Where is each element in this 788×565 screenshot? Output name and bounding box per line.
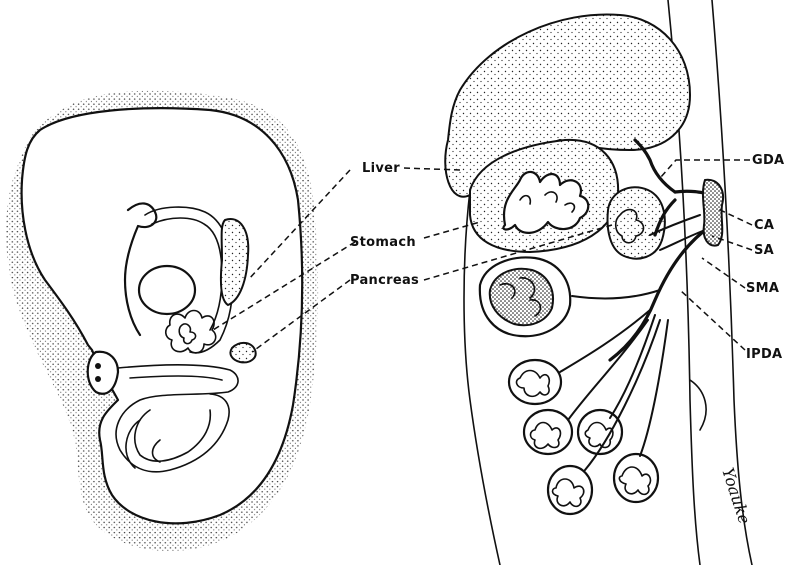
intestine-loop-1 — [509, 360, 561, 404]
intestine-loop-3 — [578, 410, 622, 454]
cord-vessel — [95, 363, 101, 369]
label-ca: CA — [754, 218, 774, 233]
intestine-loop-2 — [524, 410, 572, 454]
label-sa: SA — [754, 243, 774, 258]
label-pancreas: Pancreas — [350, 273, 419, 288]
intestine-loop-4 — [548, 466, 592, 514]
label-ipda: IPDA — [746, 347, 782, 362]
label-sma: SMA — [746, 281, 779, 296]
umbilical-stump — [88, 352, 118, 394]
label-gda: GDA — [752, 153, 784, 168]
intestine-loop-5 — [614, 454, 658, 502]
label-stomach: Stomach — [350, 235, 416, 250]
embryo-figure — [6, 91, 318, 551]
gda-vessel — [635, 140, 675, 192]
organ-figure — [445, 0, 752, 565]
label-liver: Liver — [362, 161, 400, 176]
pancreas-bud — [230, 343, 255, 362]
artist-signature: Yoauke — [718, 465, 754, 526]
cord-vessel — [95, 376, 101, 382]
aorta-fold — [690, 380, 706, 430]
cavity — [139, 266, 195, 314]
